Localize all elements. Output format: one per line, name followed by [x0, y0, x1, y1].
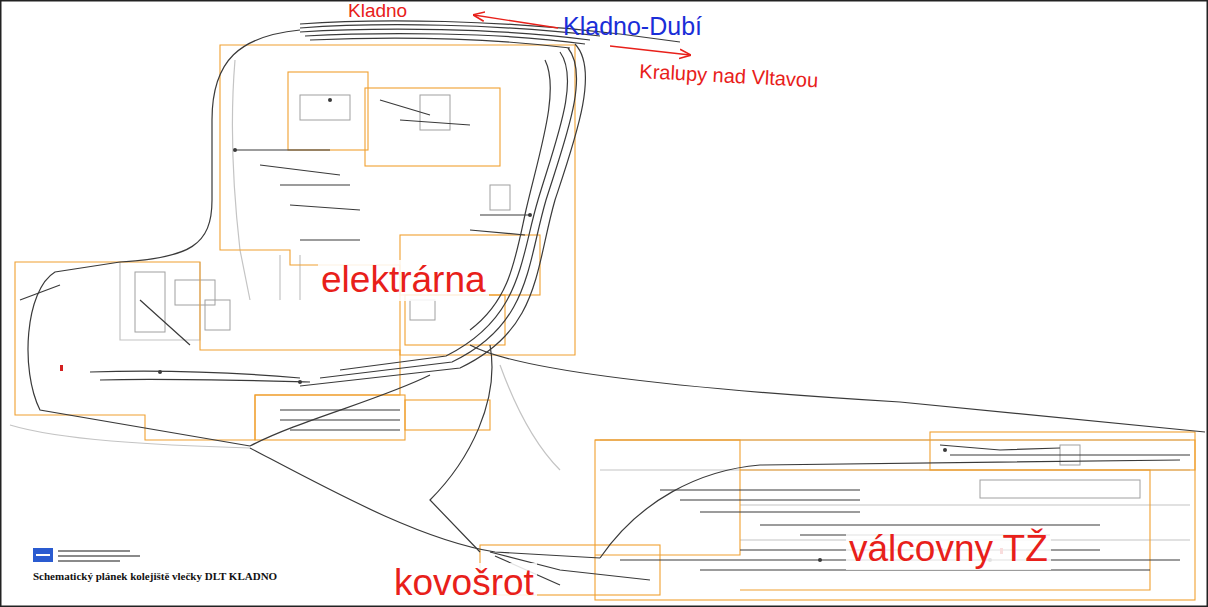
- station-label: Kladno: [348, 1, 407, 22]
- direction-label: Kralupy nad Vltavou: [639, 60, 819, 91]
- area-label: válcovny TŽ: [846, 529, 1051, 570]
- area-label: kovošrot: [391, 563, 537, 604]
- station-label: Kladno-Dubí: [563, 13, 702, 41]
- plan-title: Schematický plánek kolejiště vlečky DLT …: [33, 570, 277, 582]
- area-label: elektrárna: [318, 260, 489, 301]
